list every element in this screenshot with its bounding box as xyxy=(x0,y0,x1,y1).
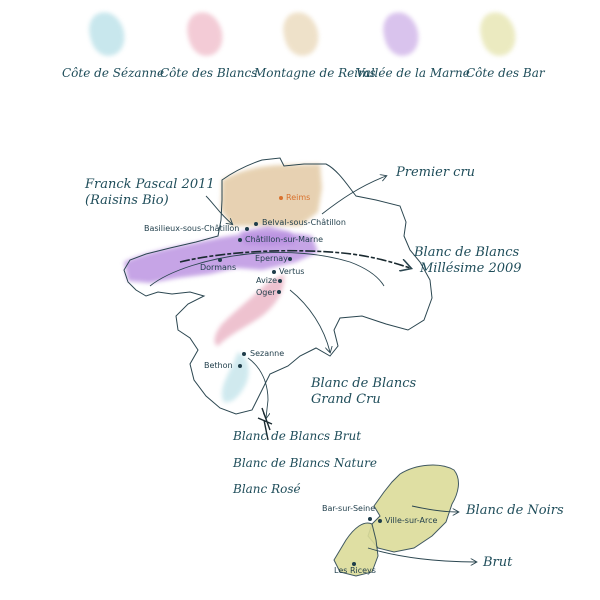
town-dot-ville-sur-arce xyxy=(378,519,382,523)
town-label-chatillon: Châtillon-sur-Marne xyxy=(245,235,324,244)
arrow-franck-pascal xyxy=(205,195,232,224)
town-dot-oger xyxy=(277,290,281,294)
arrow-blanc-de-blancs-millesime xyxy=(179,249,410,268)
town-label-epernay: Epernay xyxy=(255,254,288,263)
annotation-bdb-brut: Blanc de Blancs Brut xyxy=(233,429,362,443)
arrow-brut xyxy=(367,547,476,562)
annotation-blanc-de-noirs: Blanc de Noirs xyxy=(466,503,564,518)
arrow-sezanne-cuvees xyxy=(247,357,268,418)
legend-label-blancs: Côte des Blancs xyxy=(160,66,258,80)
arrow-blanc-de-noirs xyxy=(411,505,458,512)
region-cote-des-blancs xyxy=(214,274,285,346)
annotation-bdb-millesime-line2: Millésime 2009 xyxy=(420,261,522,276)
town-label-ville-sur-arce: Ville-sur-Arce xyxy=(385,516,438,525)
town-label-reims: Reims xyxy=(286,193,311,202)
map-outline-main xyxy=(123,157,433,415)
annotation-premier-cru: Premier cru xyxy=(396,165,476,180)
annotation-blanc-rose: Blanc Rosé xyxy=(233,482,301,496)
annotation-bdb-millesime-line1: Blanc de Blancs xyxy=(414,245,520,260)
legend-label-bar: Côte des Bar xyxy=(466,66,545,80)
region-montagne-de-reims xyxy=(221,164,322,226)
town-dot-dormans xyxy=(218,258,222,262)
town-label-belval: Belval-sous-Châtillon xyxy=(262,218,346,227)
town-dot-vertus xyxy=(272,270,276,274)
legend-label-montagne: Montagne de Reims xyxy=(254,66,376,80)
town-label-basilieux: Basilieux-sous-Châtillon xyxy=(144,224,240,233)
arrow-premier-cru xyxy=(321,176,386,215)
town-dot-sezanne xyxy=(242,352,246,356)
legend: Côte de Sézanne Côte des Blancs Montagne… xyxy=(0,0,600,100)
arrow-blanc-de-blancs-grand-cru xyxy=(289,289,330,352)
annotation-raisins-bio: (Raisins Bio) xyxy=(85,193,169,208)
town-dot-reims xyxy=(279,196,283,200)
town-label-avize: Avize xyxy=(256,276,278,285)
town-label-vertus: Vertus xyxy=(279,267,305,276)
region-cote-de-sezanne xyxy=(221,352,249,403)
town-label-bar-sur-seine: Bar-sur-Seine xyxy=(322,504,376,513)
region-cote-des-bar xyxy=(367,464,459,553)
annotation-franck-pascal: Franck Pascal 2011 xyxy=(85,177,215,192)
town-dot-les-riceys xyxy=(352,562,356,566)
annotation-brut: Brut xyxy=(483,555,513,570)
town-dot-epernay xyxy=(288,257,292,261)
town-dot-avize xyxy=(278,279,282,283)
town-label-bethon: Bethon xyxy=(204,361,233,370)
legend-label-sezanne: Côte de Sézanne xyxy=(62,66,165,80)
annotation-bdb-grand-cru-line2: Grand Cru xyxy=(311,392,381,407)
town-dot-bethon xyxy=(238,364,242,368)
town-dot-belval xyxy=(254,222,258,226)
town-label-oger: Oger xyxy=(256,288,276,297)
town-dot-chatillon xyxy=(238,238,242,242)
town-dot-basilieux xyxy=(245,227,249,231)
town-label-les-riceys: Les Riceys xyxy=(334,566,376,575)
town-dot-bar-sur-seine xyxy=(368,517,372,521)
annotation-bdb-nature: Blanc de Blancs Nature xyxy=(233,456,377,470)
legend-label-vallee: Vallée de la Marne xyxy=(356,66,470,80)
town-label-dormans: Dormans xyxy=(200,263,237,272)
annotation-bdb-grand-cru-line1: Blanc de Blancs xyxy=(311,376,417,391)
town-label-sezanne: Sezanne xyxy=(250,349,285,358)
